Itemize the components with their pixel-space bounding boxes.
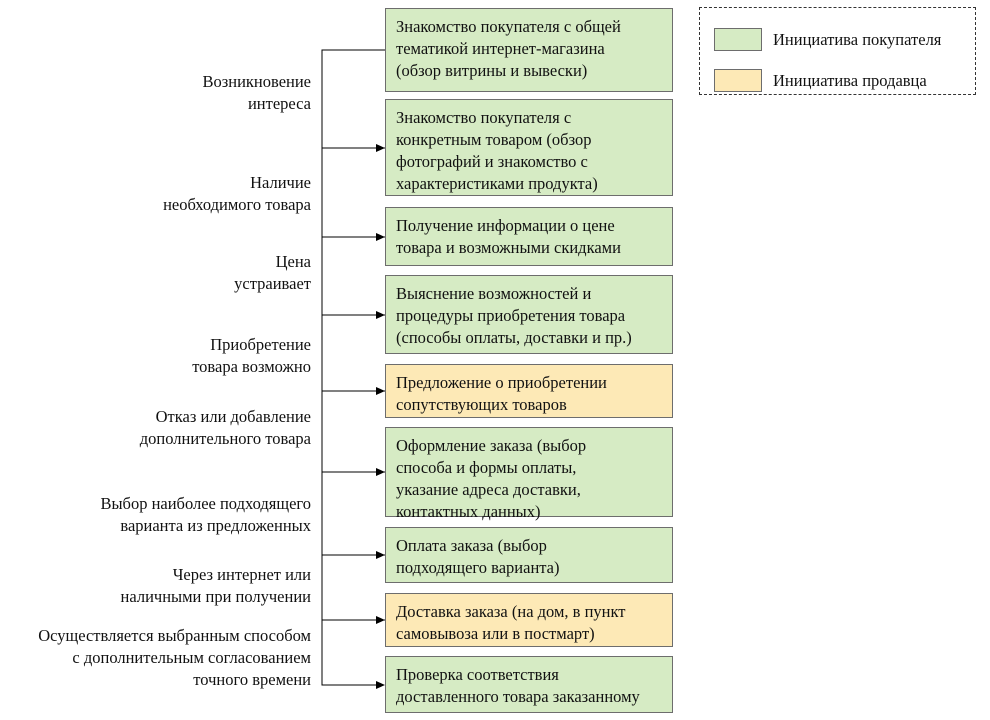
transition-text-line: наличными при получении (120, 587, 311, 606)
step-text-line: Предложение о приобретении (396, 373, 607, 392)
transition-text-line: Осуществляется выбранным способом (38, 626, 311, 645)
transition-text-line: Приобретение (210, 335, 311, 354)
transition-text-line: Выбор наиболее подходящего (100, 494, 311, 513)
transition-label-8: Осуществляется выбранным способом с допол… (38, 625, 311, 691)
step-text-line: Получение информации о цене (396, 216, 615, 235)
step-text-line: контактных данных) (396, 502, 541, 521)
transition-text-line: Отказ или добавление (155, 407, 311, 426)
transition-text-line: с дополнительным согласованием (72, 648, 311, 667)
step-text-line: Знакомство покупателя с (396, 108, 572, 127)
step-text-line: указание адреса доставки, (396, 480, 581, 499)
step-text-line: самовывоза или в постмарт) (396, 624, 595, 643)
connector-arrow-7 (321, 554, 385, 624)
step-text-line: (способы оплаты, доставки и пр.) (396, 328, 632, 347)
legend-label-buyer: Инициатива покупателя (773, 30, 942, 49)
step-text-line: товара и возможными скидками (396, 238, 621, 257)
step-box-9: Проверка соответствия доставленного товар… (385, 656, 673, 713)
step-box-1: Знакомство покупателя с общей тематикой и… (385, 8, 673, 92)
transition-text-line: Цена (275, 252, 311, 271)
connector-arrow-6 (321, 471, 385, 559)
transition-text-line: точного времени (193, 670, 311, 689)
step-box-3: Получение информации о цене товара и возм… (385, 207, 673, 266)
arrowhead (376, 681, 385, 689)
step-text-line: характеристиками продукта) (396, 174, 598, 193)
step-text-line: фотографий и знакомство с (396, 152, 588, 171)
transition-text-line: варианта из предложенных (120, 516, 311, 535)
transition-label-1: Возникновение интереса (202, 71, 311, 115)
transition-label-4: Приобретение товара возможно (192, 334, 311, 378)
transition-text-line: Через интернет или (172, 565, 311, 584)
transition-text-line: необходимого товара (163, 195, 311, 214)
step-text-line: конкретным товаром (обзор (396, 130, 592, 149)
transition-text-line: Наличие (250, 173, 311, 192)
step-text-line: Выяснение возможностей и (396, 284, 592, 303)
step-box-8: Доставка заказа (на дом, в пункт самовыво… (385, 593, 673, 647)
step-text-line: способа и формы оплаты, (396, 458, 577, 477)
step-text-line: доставленного товара заказанному (396, 687, 640, 706)
legend-swatch-seller (714, 69, 762, 92)
connector-arrow-5 (321, 390, 385, 476)
connector-arrow-1 (321, 49, 385, 152)
step-text-line: подходящего варианта) (396, 558, 560, 577)
transition-text-line: Возникновение (202, 72, 311, 91)
transition-text-line: устраивает (234, 274, 311, 293)
step-box-7: Оплата заказа (выбор подходящего варианта… (385, 527, 673, 583)
legend-label-seller: Инициатива продавца (773, 71, 927, 90)
step-text-line: Доставка заказа (на дом, в пункт (396, 602, 626, 621)
transition-label-2: Наличие необходимого товара (163, 172, 311, 216)
step-box-6: Оформление заказа (выбор способа и формы … (385, 427, 673, 521)
legend-swatch-buyer (714, 28, 762, 51)
step-box-2: Знакомство покупателя с конкретным товаро… (385, 99, 673, 196)
step-text-line: (обзор витрины и вывески) (396, 61, 588, 80)
transition-text-line: товара возможно (192, 357, 311, 376)
transition-text-line: интереса (247, 94, 311, 113)
step-box-4: Выяснение возможностей и процедуры приобр… (385, 275, 673, 354)
legend: Инициатива покупателя Инициатива продавц… (699, 7, 976, 95)
step-text-line: Знакомство покупателя с общей (396, 17, 621, 36)
transition-label-5: Отказ или добавление дополнительного това… (140, 406, 311, 450)
connector-arrow-3 (321, 236, 385, 319)
connector-arrow-4 (321, 314, 385, 395)
step-text-line: сопутствующих товаров (396, 395, 567, 414)
connector-arrow-2 (321, 147, 385, 241)
transition-label-3: Цена устраивает (234, 251, 311, 295)
connector-arrow-8 (321, 619, 385, 689)
step-text-line: процедуры приобретения товара (396, 306, 626, 325)
step-text-line: Оформление заказа (выбор (396, 436, 587, 455)
transition-label-6: Выбор наиболее подходящего варианта из пр… (100, 493, 311, 537)
transition-label-7: Через интернет или наличными при получени… (121, 564, 311, 608)
transition-text-line: дополнительного товара (139, 429, 311, 448)
step-box-5: Предложение о приобретении сопутствующих … (385, 364, 673, 418)
step-text-line: тематикой интернет-магазина (396, 39, 605, 58)
step-text-line: Проверка соответствия (396, 665, 559, 684)
step-text-line: Оплата заказа (выбор (396, 536, 547, 555)
